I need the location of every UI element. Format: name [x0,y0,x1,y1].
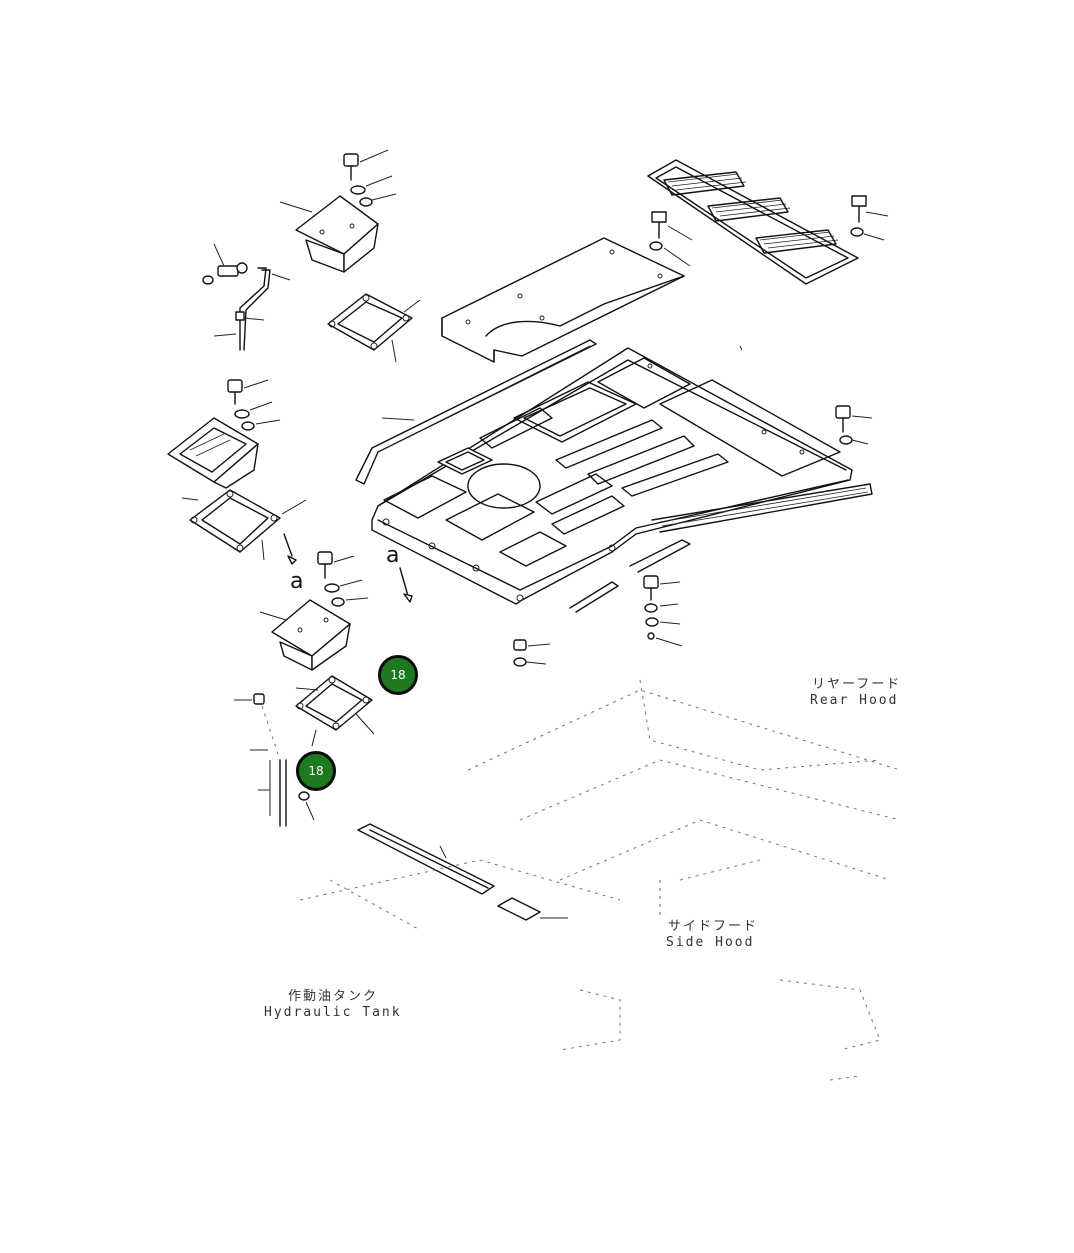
lower-cover-box [259,599,351,671]
bolt-washer-stack-right-mid [835,405,873,445]
bolt-washer-stack-top [343,149,397,207]
callout-badge-18-upper[interactable]: 18 [378,655,418,695]
bolt-washer-stack-mid [317,551,369,607]
view-a-markers: a a [290,543,413,603]
bolt-washer-stack-left [227,379,281,431]
side-hood-label: サイドフード Side Hood [666,919,758,950]
top-cover-box [279,195,379,273]
nut-washer-center [513,639,551,667]
hydraulic-tank-label-jp: 作動油タンク [288,989,378,1004]
side-hood-label-en: Side Hood [666,935,754,950]
gasket-upper [327,293,421,363]
upper-cover-plate [441,237,685,363]
rear-hood-label-en: Rear Hood [810,693,898,708]
rear-hood-label-jp: リヤーフード [812,677,901,692]
bolt-group-top-right [649,195,889,267]
main-frame-platform [371,345,873,613]
side-hood-label-jp: サイドフード [668,919,758,934]
left-rod-with-fasteners [234,693,315,827]
left-hatch-cover [167,417,259,489]
bottom-bracket [497,897,568,921]
vent-grille-cover [647,159,859,285]
long-seal-strip [355,339,597,485]
support-rod-assembly [202,243,291,351]
bottom-rail [357,823,495,895]
hydraulic-tank-label-en: Hydraulic Tank [264,1005,402,1020]
view-a-label-left: a [290,569,303,594]
rear-hood-label: リヤーフード Rear Hood [810,677,901,708]
hydraulic-tank-label: 作動油タンク Hydraulic Tank [264,989,402,1020]
ghost-background-hood [299,679,901,1081]
gasket-lower [295,675,375,747]
callout-number: 18 [308,764,324,778]
bolt-washer-stack-right-low [643,575,683,647]
callout-number: 18 [390,668,406,682]
gasket-left [181,489,307,565]
view-a-label-right: a [386,543,399,568]
callout-badge-18-lower[interactable]: 18 [296,751,336,791]
